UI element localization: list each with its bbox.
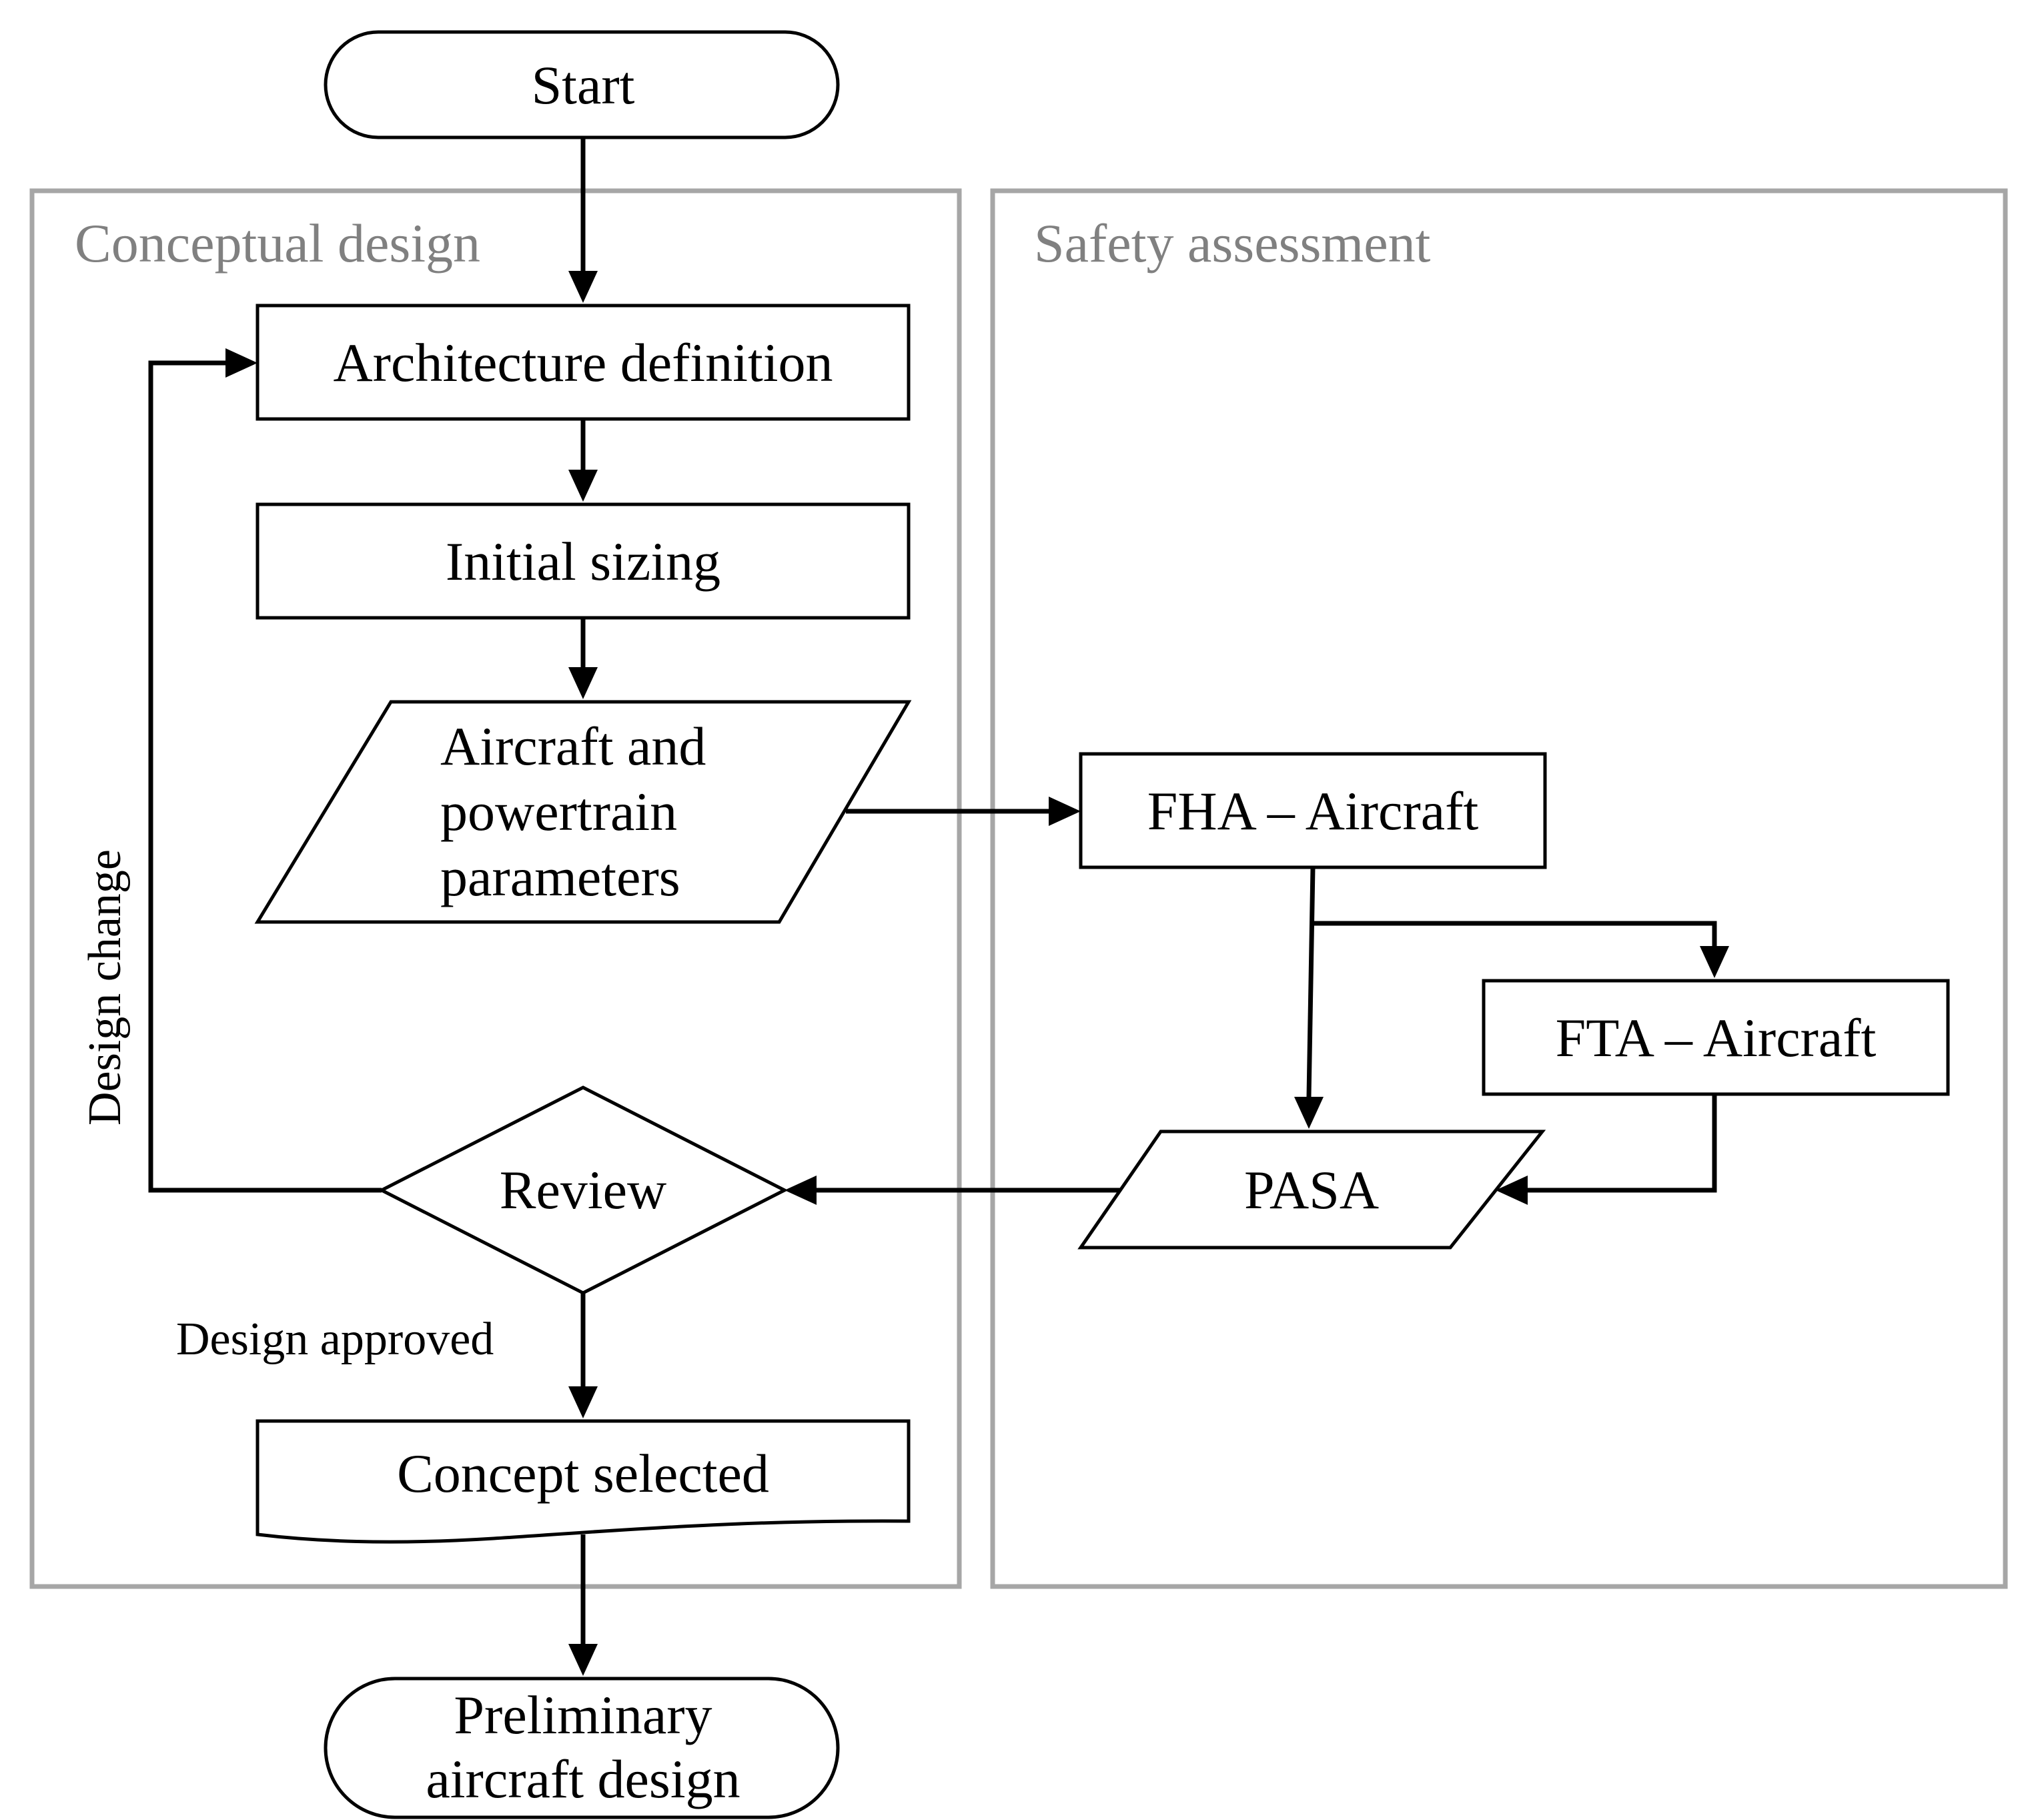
node-label-start: Start [532,55,635,115]
arrowhead [1700,946,1729,978]
arrowhead [1049,797,1081,826]
arrowhead [225,348,258,378]
node-label-parameters-3: parameters [440,847,680,907]
node-label-parameters-2: powertrain [440,781,677,842]
connectors [148,137,1729,1676]
arrowhead [568,667,598,699]
node-preliminary-design: Preliminary aircraft design [324,1677,840,1819]
node-label-preliminary-1: Preliminary [454,1685,712,1745]
arrowhead [1294,1097,1324,1129]
node-label-fha: FHA – Aircraft [1147,781,1479,841]
node-pasa: PASA [1077,1129,1546,1250]
edge-label-design-approved: Design approved [176,1314,494,1365]
node-label-concept: Concept selected [397,1443,769,1504]
edge-label-design-change: Design change [79,849,131,1125]
node-review: Review [378,1085,789,1295]
group-conceptual-design: Conceptual design [29,188,962,1589]
group-label-conceptual: Conceptual design [75,213,480,274]
edge-fha-to-pasa [1306,867,1316,1097]
arrowhead [568,271,598,303]
node-initial-sizing: Initial sizing [256,502,911,620]
node-label-architecture: Architecture definition [333,332,833,393]
node-label-review: Review [500,1160,666,1220]
edge-fta-to-pasa [1528,1094,1717,1193]
arrowhead [1496,1176,1528,1205]
node-fta-aircraft: FTA – Aircraft [1482,979,1950,1096]
edge-review-to-architecture [148,360,382,1193]
node-architecture-definition: Architecture definition [256,304,911,421]
edge-fha-to-fta [1313,921,1717,946]
node-parameters: Aircraft and powertrain parameters [254,700,912,924]
node-start: Start [324,30,840,139]
node-concept-selected: Concept selected [256,1419,911,1544]
arrowhead [568,1386,598,1418]
node-label-fta: FTA – Aircraft [1556,1007,1877,1068]
arrowhead [568,470,598,502]
group-safety-assessment: Safety assessment [990,188,2008,1589]
group-label-safety: Safety assessment [1034,213,1431,274]
node-label-parameters-1: Aircraft and [440,716,706,777]
node-fha-aircraft: FHA – Aircraft [1079,752,1547,869]
arrowhead [785,1176,817,1205]
arrowhead [568,1644,598,1676]
node-label-sizing: Initial sizing [446,531,720,592]
node-label-pasa: PASA [1244,1160,1379,1220]
node-label-preliminary-2: aircraft design [426,1749,740,1809]
